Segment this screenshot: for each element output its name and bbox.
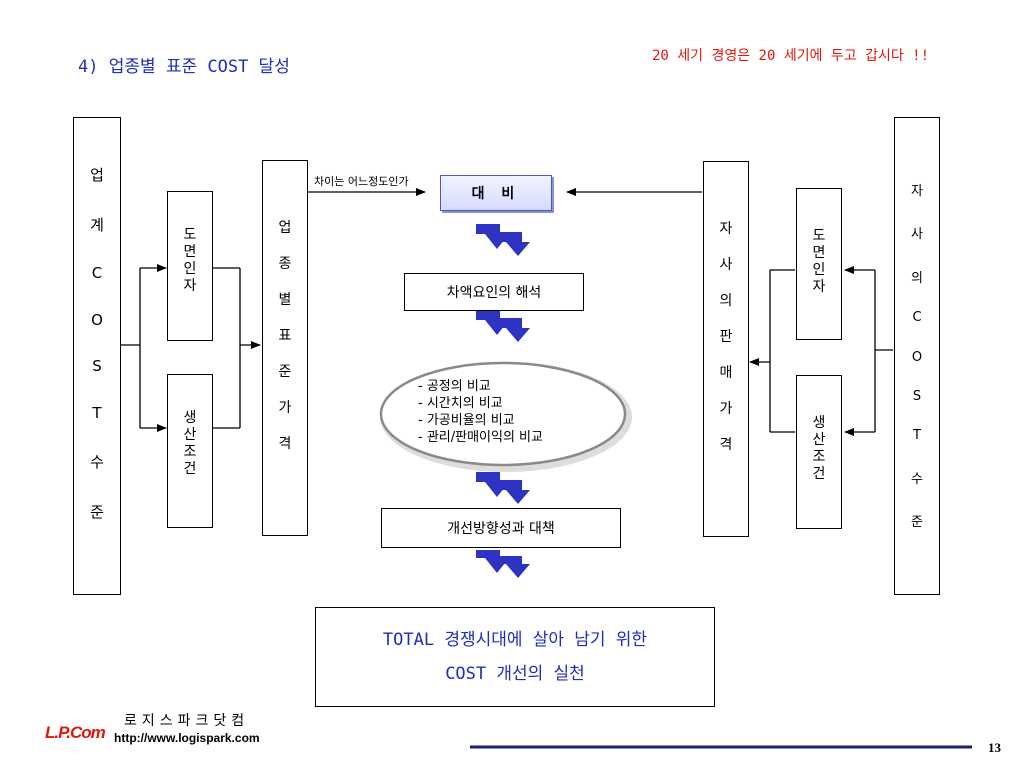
- drawing-factor-char: 면: [183, 244, 197, 260]
- improvement-box: 개선방향성과 대책: [381, 508, 621, 548]
- gap-question-label: 차이는 어느정도인가: [314, 175, 409, 188]
- industry-price-char: 별: [278, 292, 292, 308]
- own-price-char: 가: [719, 401, 733, 417]
- company-url[interactable]: http://www.logispark.com: [114, 731, 260, 745]
- industry-price-char: 격: [278, 436, 292, 452]
- production-char: 건: [812, 466, 826, 482]
- industry-price-char: 준: [278, 364, 292, 380]
- result-line-2: COST 개선의 실천: [445, 664, 585, 684]
- page-title: 4) 업종별 표준 COST 달성: [78, 57, 290, 77]
- production-char: 산: [183, 427, 197, 443]
- comparison-item: - 관리/판매이익의 비교: [418, 430, 543, 445]
- industry-cost-char: 준: [90, 502, 104, 521]
- result-line-1: TOTAL 경쟁시대에 살아 남기 위한: [382, 630, 648, 650]
- own-price-box: 자 사 의 판 매 가 격: [703, 161, 749, 537]
- production-char: 조: [812, 449, 826, 465]
- drawing-factor-char: 인: [183, 261, 197, 277]
- drawing-factor-char: 자: [183, 278, 197, 294]
- own-cost-char: 준: [911, 515, 923, 530]
- own-cost-char: 수: [911, 471, 923, 487]
- production-char: 생: [812, 415, 826, 431]
- left-drawing-factor-box: 도 면 인 자: [167, 191, 213, 341]
- own-cost-char: 의: [911, 270, 923, 286]
- production-char: 건: [183, 461, 197, 477]
- industry-cost-char: 업: [90, 166, 104, 184]
- drawing-factor-char: 자: [812, 279, 826, 295]
- industry-price-char: 업: [278, 220, 292, 236]
- industry-cost-level-box: 업 계 C O S T 수 준: [73, 117, 121, 595]
- own-cost-char: C: [912, 310, 922, 326]
- comparison-list: - 공정의 비교 - 시간치의 비교 - 가공비율의 비교 - 관리/판매이익의…: [418, 378, 543, 446]
- own-price-char: 격: [719, 437, 733, 453]
- industry-price-box: 업 종 별 표 준 가 격: [262, 160, 308, 536]
- own-cost-level-box: 자 사 의 C O S T 수 준: [894, 117, 940, 595]
- own-price-char: 의: [719, 293, 733, 309]
- production-char: 산: [812, 432, 826, 448]
- drawing-factor-char: 인: [812, 262, 826, 278]
- left-production-box: 생 산 조 건: [167, 374, 213, 528]
- industry-cost-char: 계: [90, 215, 104, 234]
- drawing-factor-char: 면: [812, 245, 826, 261]
- page-number: 13: [988, 740, 1001, 755]
- own-cost-char: S: [912, 388, 922, 404]
- compare-label: 대 비: [471, 186, 521, 202]
- industry-cost-char: S: [92, 357, 102, 376]
- analysis-box: 차액요인의 해석: [404, 273, 584, 311]
- right-drawing-factor-box: 도 면 인 자: [796, 188, 842, 340]
- industry-cost-char: C: [91, 263, 103, 282]
- industry-cost-char: O: [91, 310, 103, 329]
- own-price-char: 매: [719, 365, 733, 381]
- production-char: 조: [183, 444, 197, 460]
- production-char: 생: [183, 410, 197, 426]
- result-box: TOTAL 경쟁시대에 살아 남기 위한 COST 개선의 실천: [315, 607, 715, 707]
- comparison-item: - 가공비율의 비교: [418, 413, 515, 428]
- company-logo: L.P.Com: [45, 723, 106, 742]
- industry-price-char: 종: [278, 256, 292, 272]
- industry-cost-char: T: [92, 404, 102, 423]
- improvement-label: 개선방향성과 대책: [447, 521, 555, 537]
- slogan: 20 세기 경영은 20 세기에 두고 갑시다 !!: [652, 48, 930, 64]
- own-cost-char: T: [913, 428, 921, 444]
- comparison-item: - 공정의 비교: [418, 379, 491, 394]
- own-price-char: 자: [719, 221, 733, 237]
- industry-price-char: 표: [278, 328, 292, 344]
- compare-box: 대 비: [440, 175, 552, 211]
- own-cost-char: 자: [911, 184, 923, 199]
- own-price-char: 사: [719, 257, 733, 273]
- comparison-item: - 시간치의 비교: [418, 396, 503, 411]
- drawing-factor-char: 도: [812, 228, 826, 244]
- right-production-box: 생 산 조 건: [796, 375, 842, 529]
- drawing-factor-char: 도: [183, 227, 197, 243]
- own-cost-char: O: [911, 349, 923, 365]
- own-price-char: 판: [719, 329, 733, 345]
- company-name: 로지스파크닷컴: [124, 713, 250, 729]
- analysis-label: 차액요인의 해석: [446, 285, 542, 301]
- own-cost-char: 사: [911, 227, 923, 243]
- industry-price-char: 가: [278, 400, 292, 416]
- industry-cost-char: 수: [90, 453, 104, 472]
